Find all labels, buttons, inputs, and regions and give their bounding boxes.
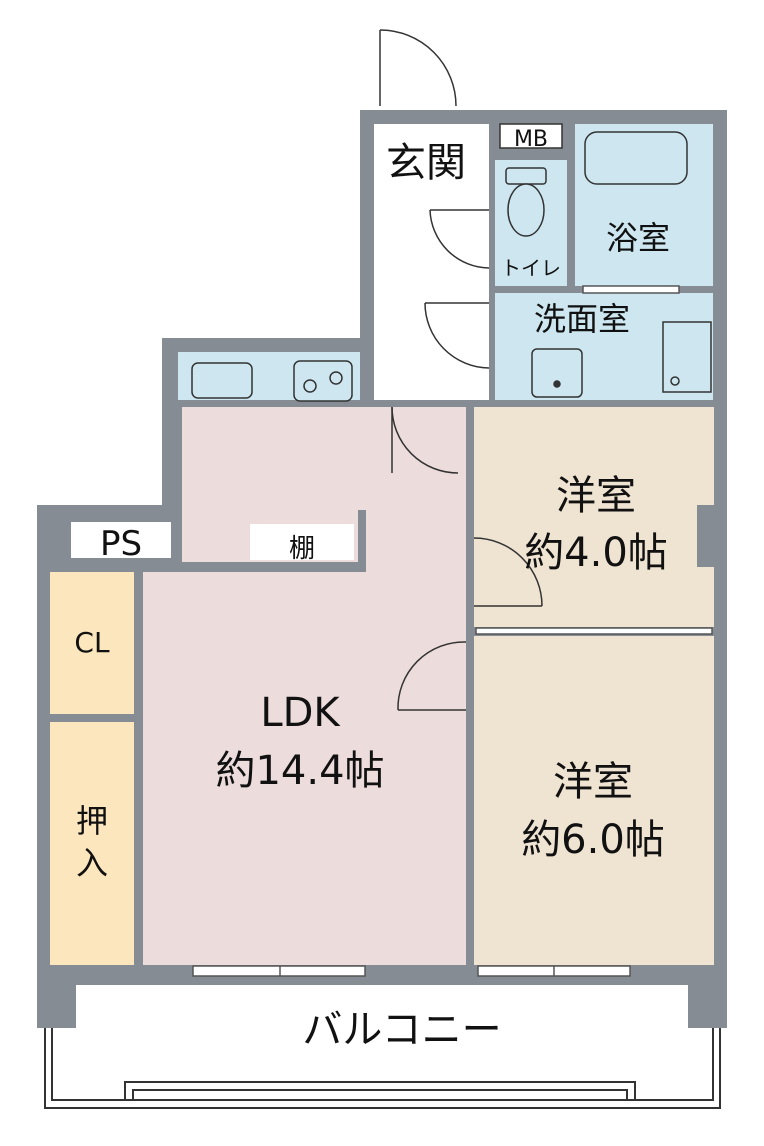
closet [50, 572, 134, 714]
ldk-name: LDK [260, 690, 341, 736]
windows [192, 285, 713, 977]
shelf-box [250, 524, 354, 560]
door-swings [379, 29, 543, 711]
toilet-tank [505, 167, 547, 185]
ps-box [71, 522, 171, 558]
ldk-size: 約14.4帖 [215, 748, 384, 794]
oshiire [50, 722, 134, 965]
ldk-door-arc [391, 406, 459, 474]
entrance-area [374, 124, 489, 194]
small-room-door-arc [473, 537, 543, 607]
closet-label: CL [74, 626, 110, 659]
large-room-door-arc [397, 641, 467, 711]
front-door-arc [379, 29, 457, 107]
room-labels: 玄関 MB トイレ 浴室 洗面室 PS 棚 CL 押 入 LDK 約14.4帖 … [74, 127, 670, 1053]
bath-label: 浴室 [606, 219, 670, 257]
wash-basin [531, 348, 583, 398]
western-room-small [474, 407, 714, 627]
ldk-room [143, 407, 466, 965]
oshiire-label-2: 入 [76, 844, 108, 882]
sink [191, 362, 253, 399]
shelf-label: 棚 [289, 534, 315, 564]
toilet-label: トイレ [501, 256, 561, 280]
western-room-large [474, 636, 714, 965]
western-large-size: 約6.0帖 [521, 817, 665, 863]
balcony-label: バルコニー [302, 1007, 501, 1053]
ps-label: PS [100, 524, 142, 564]
mb-box [499, 123, 563, 149]
toilet-bowl [507, 183, 545, 237]
fixtures [191, 131, 712, 402]
stove [293, 360, 353, 402]
entrance-label: 玄関 [386, 140, 466, 186]
washing-machine-pan [662, 321, 712, 393]
washroom-door-arc [424, 302, 490, 369]
toilet-door-arc [429, 209, 490, 269]
balcony [44, 1028, 721, 1109]
western-large-name: 洋室 [553, 759, 633, 805]
bathtub [584, 131, 688, 185]
mb-label: MB [514, 127, 548, 152]
washroom-label: 洗面室 [534, 300, 630, 338]
western-small-size: 約4.0帖 [524, 530, 668, 576]
western-small-name: 洋室 [556, 473, 636, 519]
oshiire-label-1: 押 [76, 802, 108, 840]
